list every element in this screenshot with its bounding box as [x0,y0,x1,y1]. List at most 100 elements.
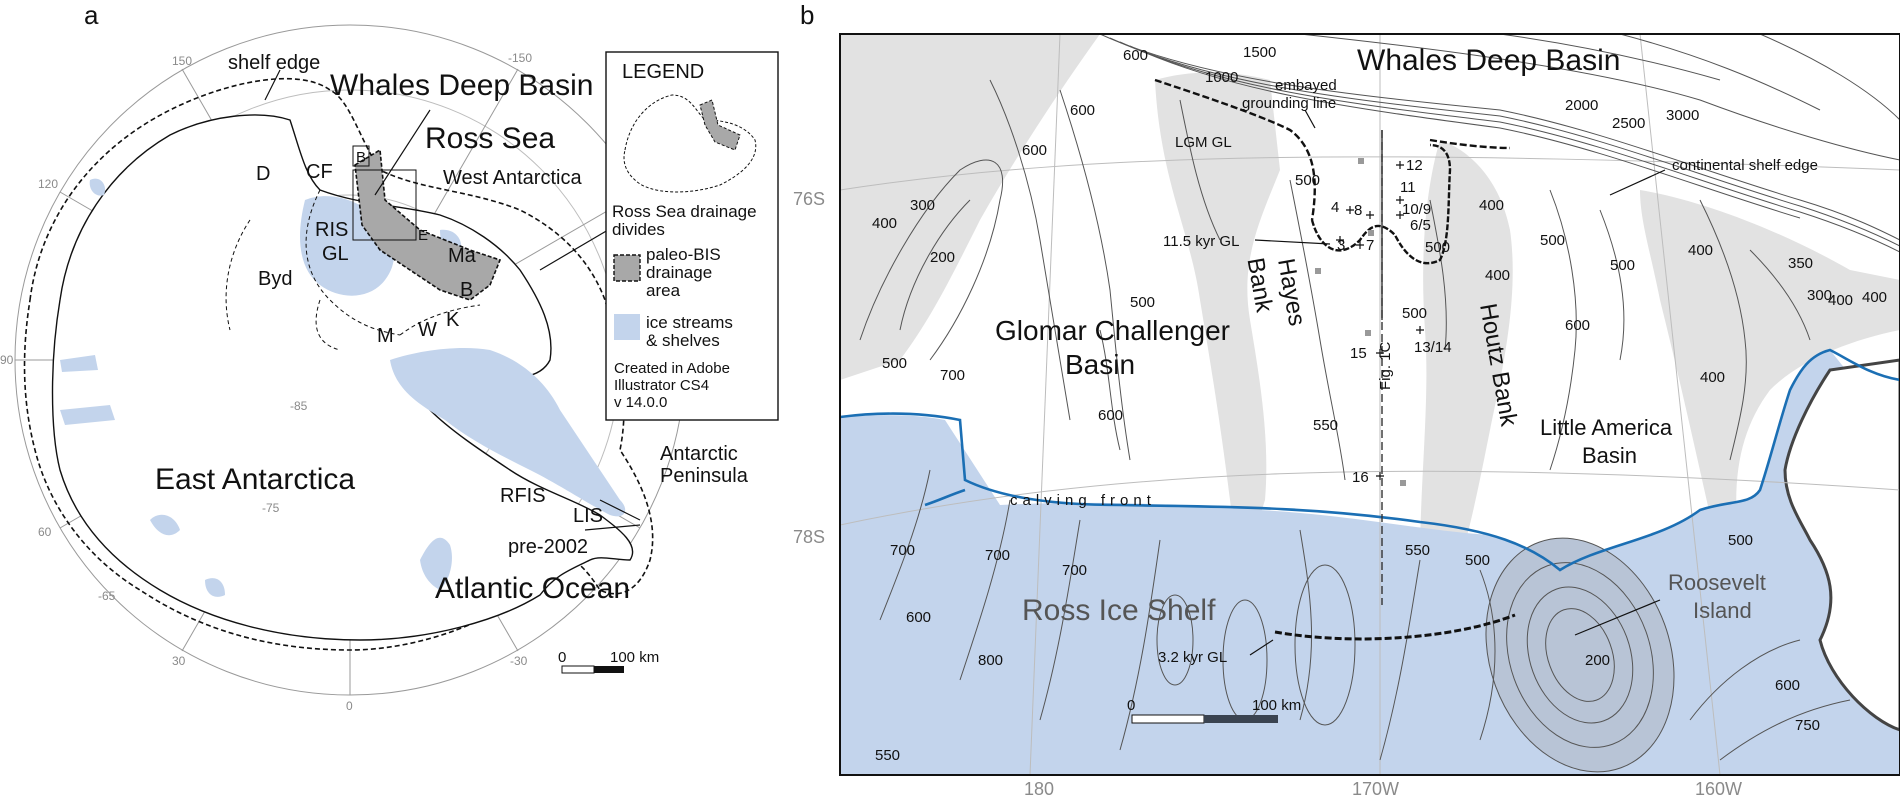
contour-label: 400 [1862,289,1887,306]
houtz-bank-shade [1420,140,1513,560]
core-4: 4 [1331,199,1339,216]
abbr-d: D [256,163,270,185]
fig1c-label: Fig. 1C [1377,341,1394,390]
contour-label: 550 [1313,417,1338,434]
abbr-cf: CF [306,161,333,183]
leaders-b [1249,109,1666,656]
legend-mini-paleo [699,99,741,151]
scale-a-end: 100 km [610,649,659,666]
calving-front-line [840,348,1900,572]
contour-label: 400 [1828,292,1853,309]
core-12: 12 [1406,157,1423,174]
calving-stub [924,488,966,507]
contour-label: 400 [872,215,897,232]
panel-b-label: b [800,0,814,30]
abbr-m: M [377,325,394,347]
shelf-shade-right [1640,190,1900,560]
lat-m75: -75 [262,501,280,515]
contour-label: 500 [1728,532,1753,549]
legend-ice-swatch [614,314,640,340]
sample-squares [1315,158,1406,486]
contour-label: 800 [978,652,1003,669]
atlantic-ocean-label: Atlantic Ocean [435,572,630,605]
lon-60: 60 [38,525,52,539]
abbr-byd: Byd [258,268,292,290]
core-15: 15 [1350,345,1367,362]
scale-b-zero: 0 [1127,697,1135,714]
contour-label: 750 [1795,717,1820,734]
core-markers [1336,161,1424,480]
contour-label: 500 [1295,172,1320,189]
calving-front-label: calving front [1010,492,1156,509]
contour-label: 500 [1610,257,1635,274]
embayed-grounding-line [1310,143,1452,265]
panel-b-frame [839,33,1900,776]
legend-title: LEGEND [622,61,704,83]
whales-deep-basin-a: Whales Deep Basin [330,69,593,102]
abbr-e: E [418,227,428,244]
contour-label: 2500 [1612,115,1645,132]
legend-mini-map [623,94,757,193]
contour-label: 200 [930,249,955,266]
abbr-b-box: B [356,149,366,166]
contour-label: 1500 [1243,44,1276,61]
lon-120: 120 [38,177,58,191]
contour-label: 500 [1402,305,1427,322]
contour-label: 400 [1485,267,1510,284]
contour-label: 700 [940,367,965,384]
lat-m85: -85 [290,399,308,413]
whales-deep-basin-b: Whales Deep Basin [1357,44,1620,77]
continental-shelf-edge-label: continental shelf edge [1672,157,1818,174]
abbr-ris: RIS [315,219,348,241]
contour-label: 600 [906,609,931,626]
core-7: 7 [1366,237,1374,254]
lgm-grounding-line-2 [1429,138,1511,150]
abbr-gl: GL [322,243,349,265]
leaders-a [264,69,641,531]
contour-label: 500 [1425,239,1450,256]
abbr-k: K [446,309,460,331]
contour-label: 600 [1070,102,1095,119]
contour-label: 1000 [1205,69,1238,86]
scale-bar-b: 0 100 km [1127,697,1301,724]
panel-a: a [0,0,779,713]
lon-90: 90 [0,353,14,367]
contour-label: 600 [1565,317,1590,334]
legend-paleo-swatch [613,254,641,282]
lon-m150: -150 [508,51,532,65]
contour-label: 400 [1688,242,1713,259]
lat-76s: 76S [793,189,825,209]
lon-170w: 170W [1352,779,1399,795]
contour-label: 600 [1123,47,1148,64]
lon-30: 30 [172,654,186,668]
abbr-w: W [418,319,437,341]
hayes-bank-shade [1155,72,1280,580]
core-10-9: 10/9 [1402,201,1431,218]
contour-label: 700 [1062,562,1087,579]
contour-label: 600 [1022,142,1047,159]
graticule-b [840,34,1900,775]
paleo-bis-area [354,148,502,301]
panel-a-label: a [84,0,99,30]
panel-b: b [793,0,1900,795]
shelf-edge-line [23,77,654,651]
contour-label: 500 [1130,294,1155,311]
gl-11-5-label: 11.5 kyr GL [1163,233,1239,250]
contour-labels: 600 1000 1500 2000 2500 3000 400 300 200… [872,44,1887,764]
gl-3-2-label: 3.2 kyr GL [1158,649,1227,666]
ross-sea-label: Ross Sea [425,122,555,155]
lon-m30: -30 [510,654,528,668]
contour-label: 600 [1775,677,1800,694]
drainage-divides-a [225,189,481,351]
lgm-gl-label: LGM GL [1175,134,1232,151]
lon-180: 180 [1024,779,1054,795]
lon-0: 0 [346,699,353,713]
grounding-line-3-2 [1274,613,1516,641]
scale-b-end: 100 km [1252,697,1301,714]
contour-label: 400 [1700,369,1725,386]
box-b [352,145,370,167]
